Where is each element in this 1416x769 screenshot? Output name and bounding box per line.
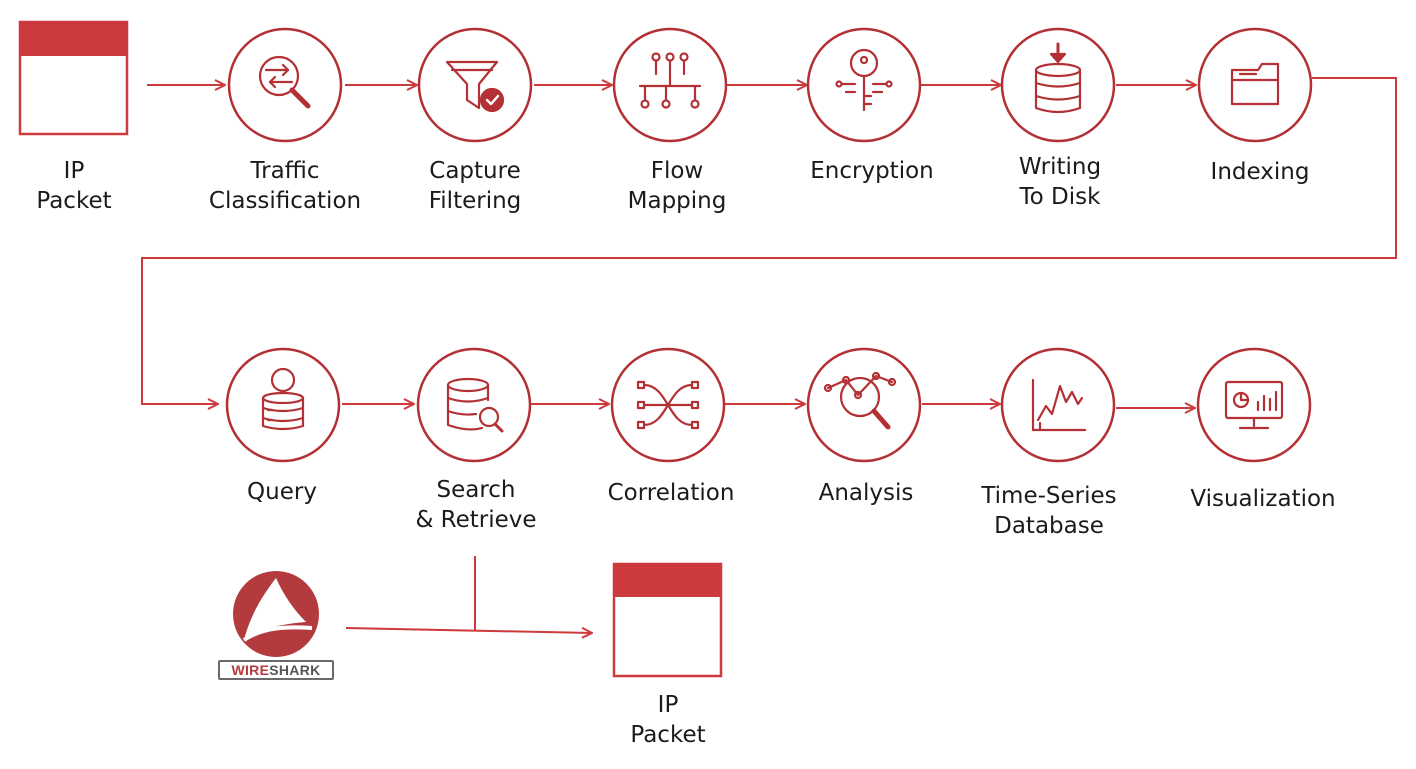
time-series-chart-icon — [1031, 378, 1087, 432]
label-analysis: Analysis — [818, 480, 914, 506]
correlation-icon — [636, 380, 700, 430]
index-folder-icon — [1230, 62, 1280, 106]
label-visualization: Visualization — [1190, 486, 1336, 512]
label-query: Query — [247, 479, 317, 505]
analysis-icon — [823, 371, 897, 430]
wireshark-word-b: SHARK — [269, 662, 321, 678]
node-analysis — [806, 347, 922, 463]
node-capture-filtering — [417, 27, 533, 143]
write-disk-icon — [1034, 42, 1082, 114]
wireshark-word-a: WIRE — [231, 662, 270, 678]
visualization-monitor-icon — [1224, 380, 1284, 430]
search-database-icon — [446, 377, 504, 433]
node-search-retrieve — [416, 347, 532, 463]
node-query — [225, 347, 341, 463]
encryption-key-icon — [835, 48, 893, 112]
label-search-retrieve: Search& Retrieve — [415, 477, 537, 533]
wrap-connector — [141, 77, 1397, 404]
query-database-icon — [261, 367, 305, 431]
node-time-series-database — [1000, 347, 1116, 463]
node-circles — [225, 27, 1313, 463]
wireshark-logo-text: WIRESHARK — [218, 660, 334, 680]
wireshark-logo-icon — [233, 571, 319, 657]
arrow-wireshark-to-packet — [345, 628, 592, 633]
label-correlation: Correlation — [607, 480, 735, 506]
node-traffic-classification — [227, 27, 343, 143]
ip-packet-box-out — [612, 562, 723, 678]
flow-mapping-icon — [638, 52, 702, 109]
label-indexing: Indexing — [1210, 159, 1310, 185]
connectors — [141, 77, 1397, 633]
node-writing-to-disk — [1000, 27, 1116, 143]
ip-packet-box-in — [18, 20, 129, 136]
node-visualization — [1196, 347, 1312, 463]
node-indexing — [1197, 27, 1313, 143]
traffic-classification-icon — [258, 55, 311, 109]
label-encryption: Encryption — [810, 158, 934, 184]
capture-filter-icon — [445, 60, 505, 113]
